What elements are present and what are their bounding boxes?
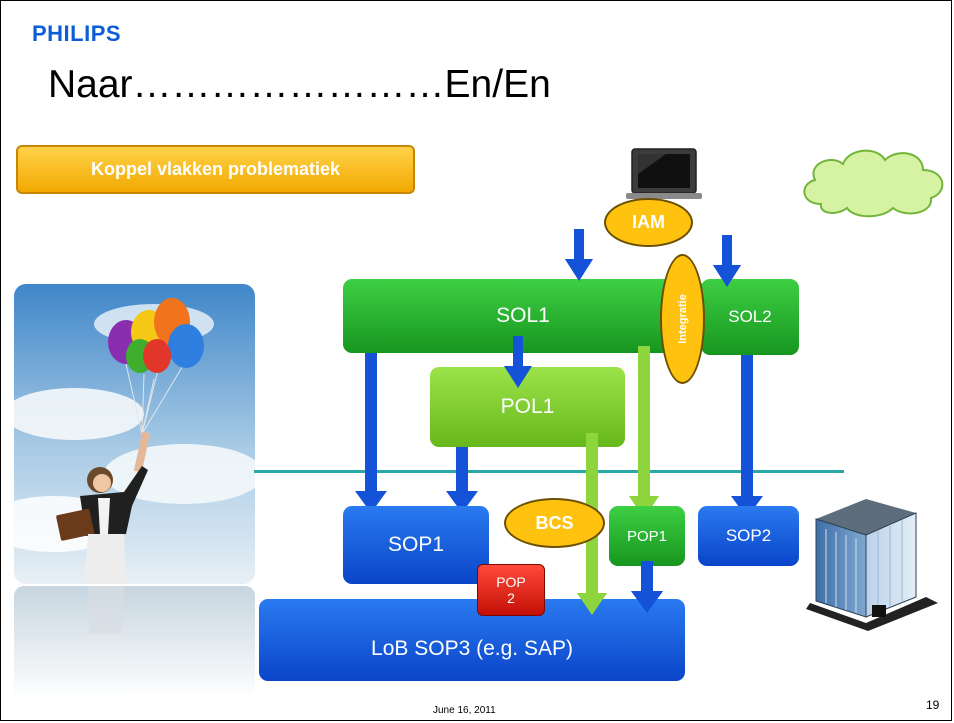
arrow-iam-to-sol2-overlay [713, 235, 741, 287]
sol2-label: SOL2 [728, 307, 772, 326]
integratie-label: Integratie [676, 294, 689, 344]
arrow-pol1-to-sop1 [446, 431, 478, 513]
pop2-label-line1: POP [496, 573, 526, 590]
pop2-box: POP 2 [477, 564, 545, 616]
integratie-oval: Integratie [660, 254, 705, 384]
sol1-label: SOL1 [496, 304, 550, 327]
sop1-label: SOP1 [387, 533, 445, 556]
cloud-shape [803, 149, 944, 218]
philips-logo: PHILIPS [32, 21, 122, 46]
arrow-pol1-to-lob-tip [577, 561, 607, 615]
footer-date: June 16, 2011 [433, 705, 496, 716]
arrow-sol2-to-sop2 [731, 336, 763, 518]
divider-line [254, 470, 844, 473]
balloon-woman-photo [14, 284, 255, 699]
arrow-iam-to-sol1-overlay [565, 229, 593, 281]
iam-label: IAM [632, 212, 665, 232]
lob-sop3-box: LoB SOP3 (e.g. SAP) [259, 599, 685, 681]
sop1-box: SOP1 [343, 506, 489, 584]
sol1-box: SOL1 [343, 279, 703, 353]
sol2-box: SOL2 [701, 279, 799, 355]
bcs-oval: BCS [504, 498, 605, 548]
page-number: 19 [926, 698, 940, 712]
office-building-icon [806, 499, 938, 631]
cloud-icon [803, 149, 944, 218]
pop1-box: POP1 [609, 506, 685, 566]
arrow-sol1-to-pol1-overlay [504, 336, 532, 388]
laptop-icon [626, 148, 702, 199]
pol1-label: POL1 [500, 395, 555, 418]
sop2-box: SOP2 [698, 506, 799, 566]
slide-title: Naar……………………En/En [48, 63, 551, 106]
arrow-pop1-to-lob-tip [631, 561, 663, 613]
iam-oval: IAM [604, 198, 693, 247]
lob-sop3-label: LoB SOP3 (e.g. SAP) [371, 637, 573, 660]
pop2-label-line2: 2 [507, 590, 515, 606]
arrow-sol1-to-sop1 [355, 336, 387, 513]
callout-koppel-vlakken: Koppel vlakken problematiek [16, 145, 415, 194]
sop2-label: SOP2 [725, 526, 772, 545]
pop1-label: POP1 [626, 527, 668, 545]
arrow-sol1-to-pop1-overlay [629, 346, 659, 518]
bcs-label: BCS [535, 512, 574, 533]
